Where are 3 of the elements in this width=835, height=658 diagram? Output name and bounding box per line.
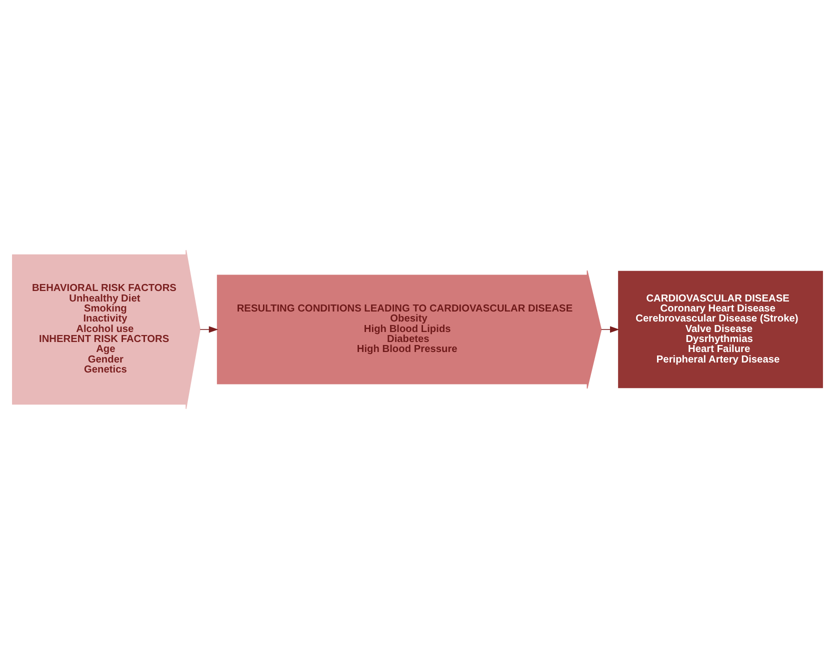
arrow: [200, 326, 218, 332]
node-box: CARDIOVASCULAR DISEASE Coronary Heart Disease Cerebrovascular Disease (Stroke) Valve Disease Dysrhythmias Heart Failure Peripheral Artery Disease: [618, 270, 823, 388]
arrow: [600, 326, 620, 332]
